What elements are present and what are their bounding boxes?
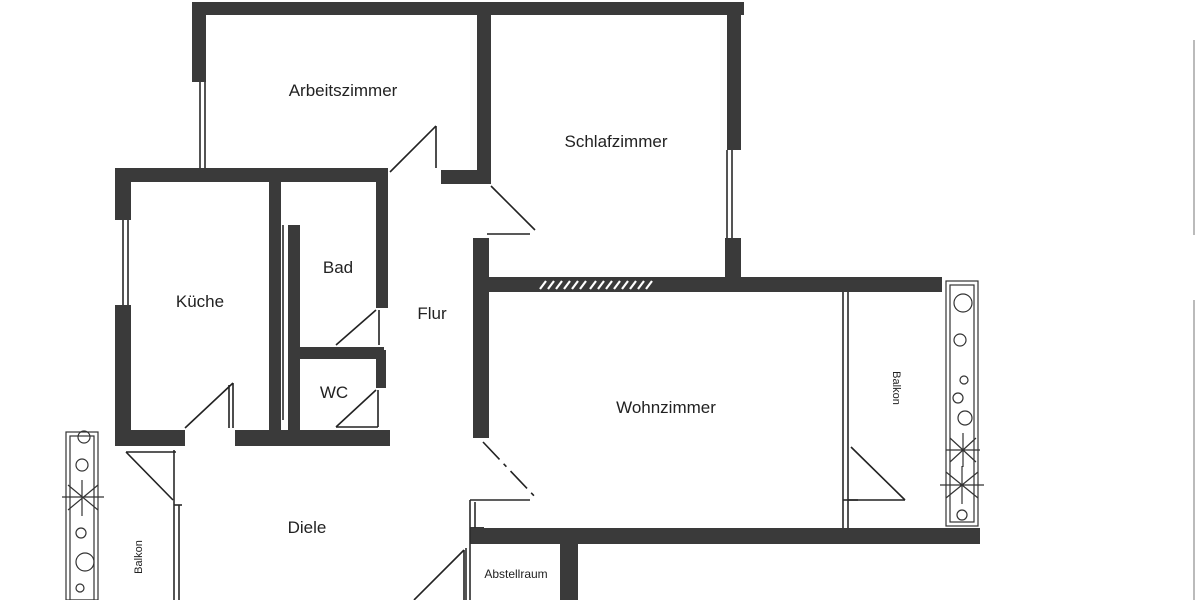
room-label-balkon-right: Balkon [890, 371, 902, 405]
room-label-kueche: Küche [176, 292, 224, 311]
room-label-balkon-left: Balkon [133, 540, 145, 574]
walls [115, 2, 980, 600]
radiator-hatch [539, 280, 653, 290]
planter-left [62, 430, 104, 600]
room-label-wc: WC [320, 383, 348, 402]
room-label-diele: Diele [288, 518, 327, 537]
room-label-bad: Bad [323, 258, 353, 277]
doors [125, 125, 906, 600]
windows [122, 82, 858, 600]
planter-right [940, 280, 984, 527]
room-label-flur: Flur [417, 304, 447, 323]
room-label-wohnzimmer: Wohnzimmer [616, 398, 716, 417]
room-label-abstellraum: Abstellraum [484, 567, 547, 581]
room-label-schlafzimmer: Schlafzimmer [565, 132, 668, 151]
room-label-arbeitszimmer: Arbeitszimmer [289, 81, 398, 100]
